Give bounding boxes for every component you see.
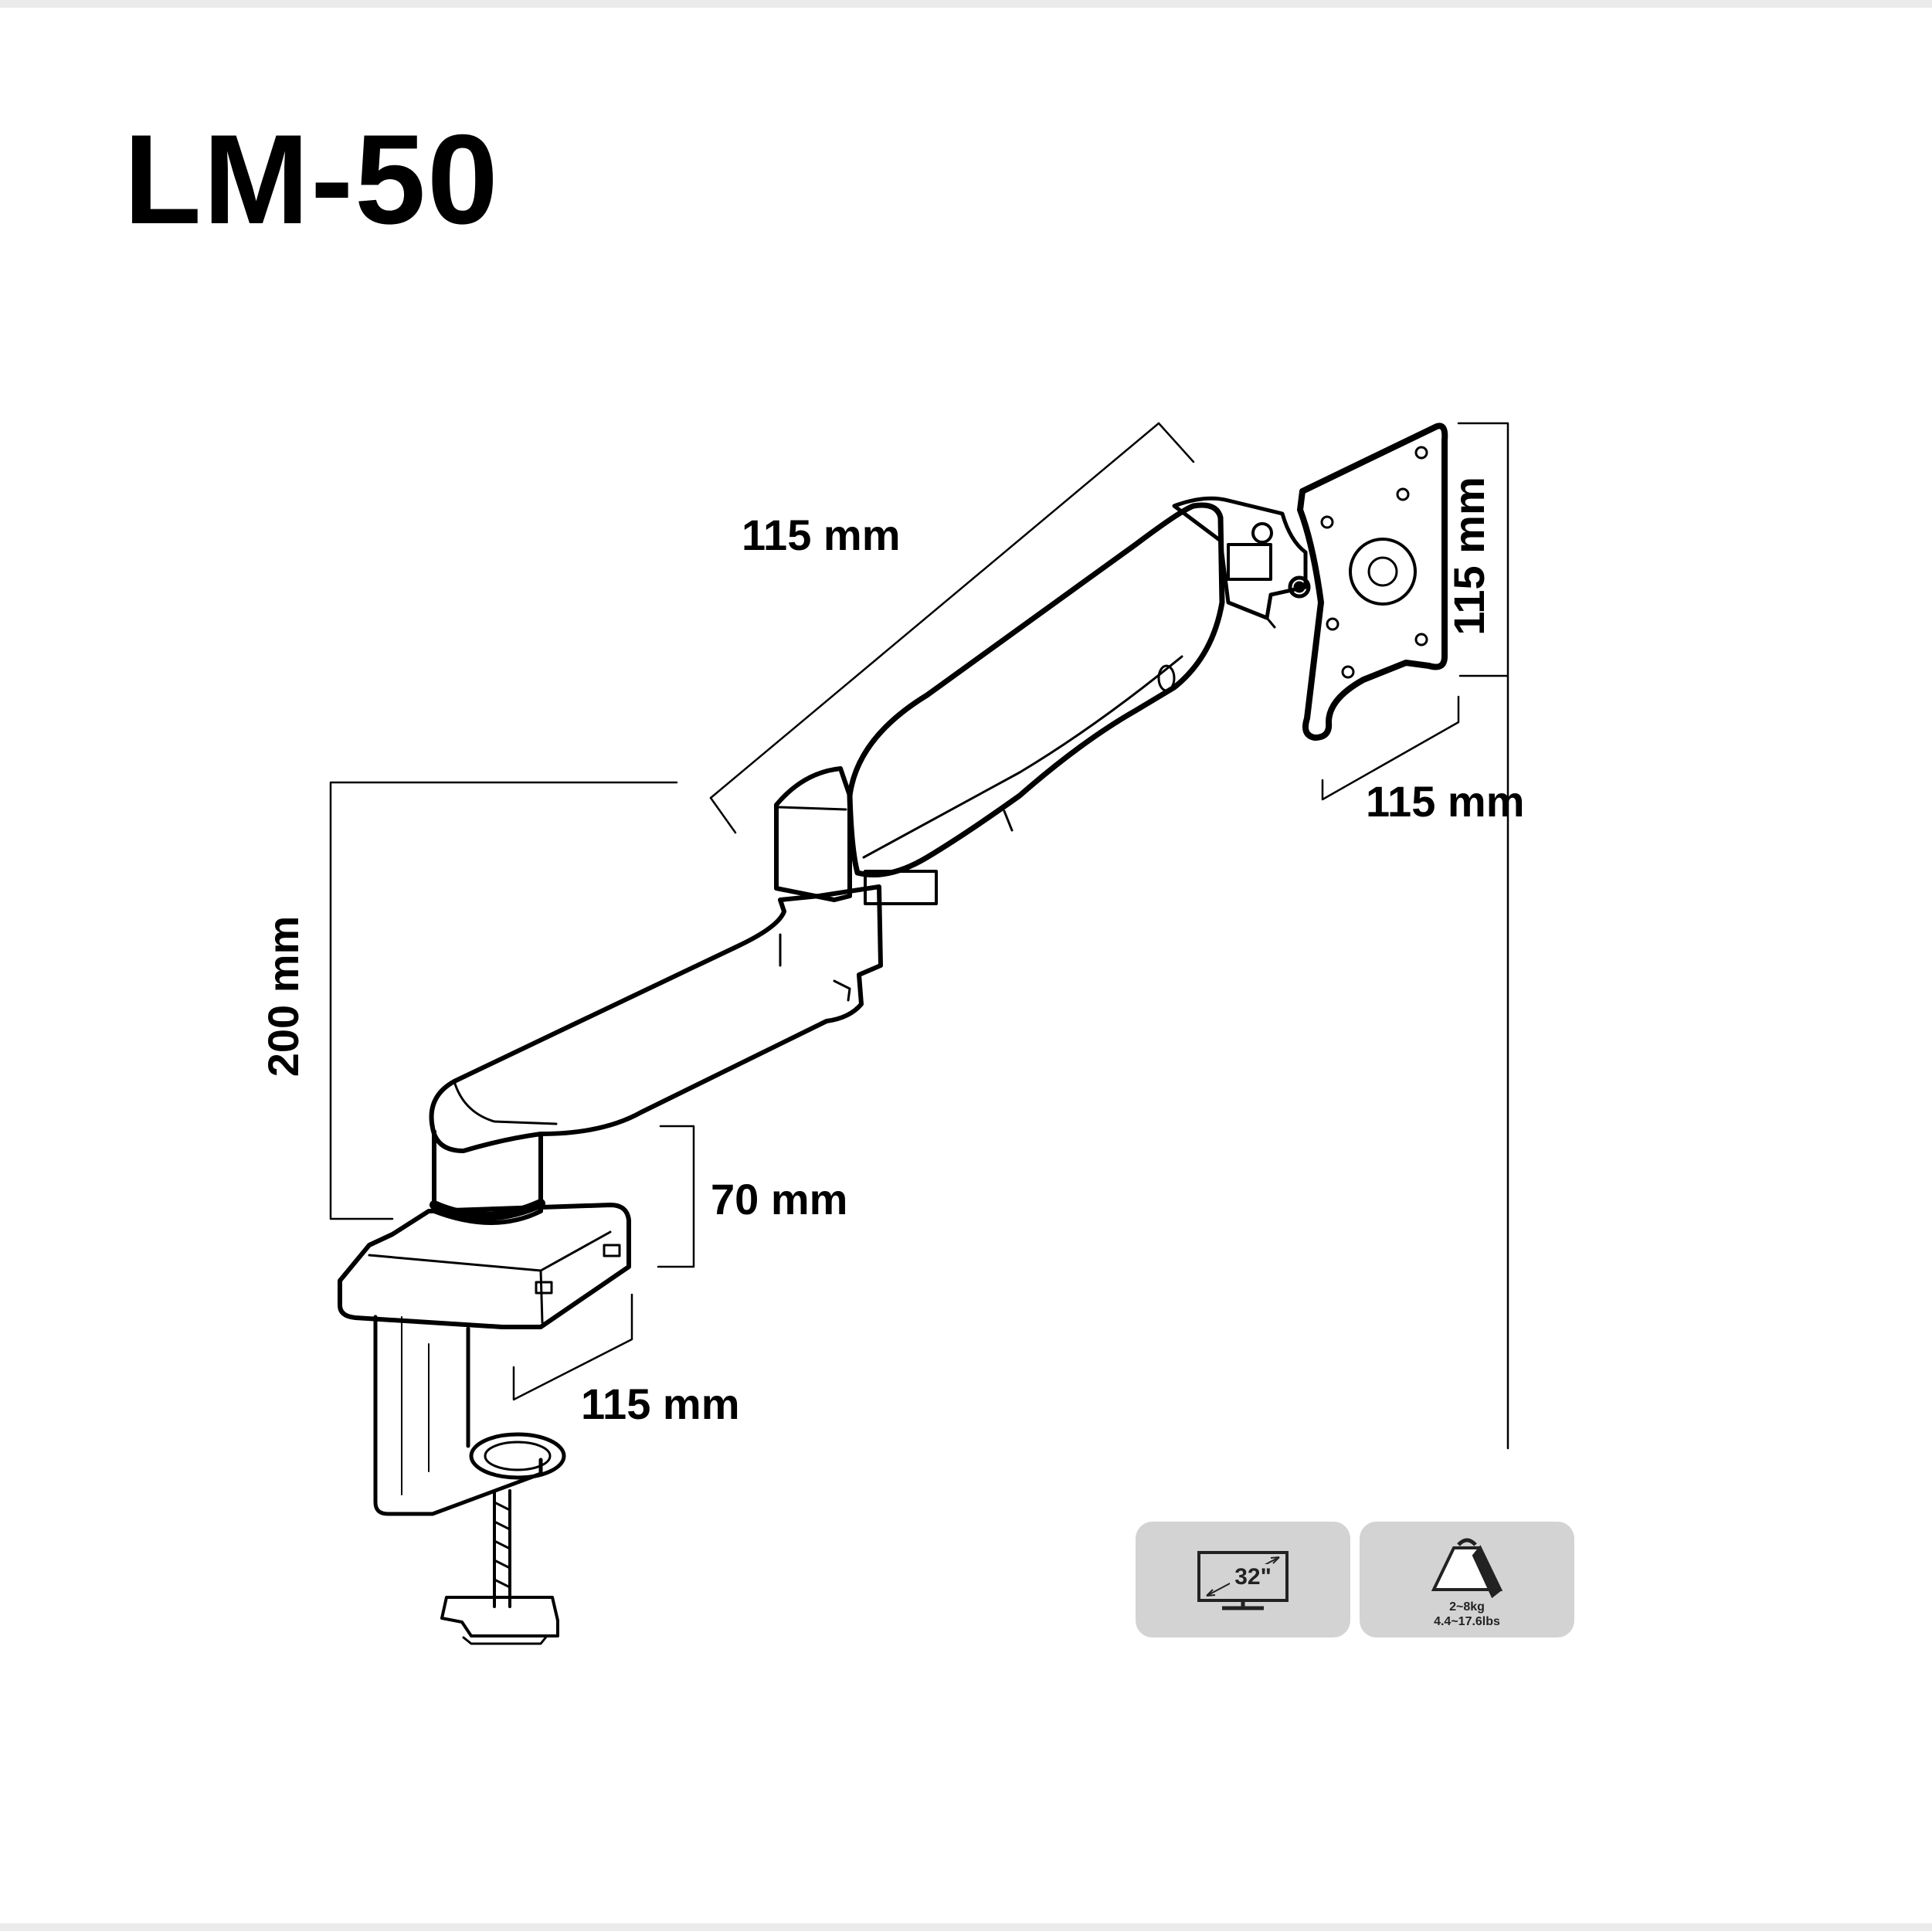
screen-size-card: 32" [1136, 1522, 1350, 1637]
weight-card: 2~8kg 4.4~17.6lbs [1360, 1522, 1574, 1637]
pole [430, 1129, 545, 1225]
tilt-joint [1172, 496, 1311, 629]
screen-size-text: 32" [1230, 1564, 1276, 1591]
base-plate [338, 1203, 631, 1329]
base-height-label: 70 mm [711, 1175, 848, 1223]
upper-arm [847, 502, 1225, 877]
weight-icon [1431, 1538, 1503, 1599]
bottom-border [0, 1923, 1932, 1931]
clamp-assembly [373, 1315, 566, 1645]
product-title: LM-50 [124, 108, 500, 250]
upper-arm-length-label: 115 mm [742, 511, 901, 559]
dimension-lines [329, 422, 1509, 1450]
monitor-icon [1197, 1551, 1289, 1610]
weight-kg-text: 2~8kg [1449, 1600, 1485, 1614]
weight-lbs-text: 4.4~17.6lbs [1434, 1615, 1500, 1628]
pole-height-label: 200 mm [259, 915, 307, 1077]
vesa-height-label: 115 mm [1445, 477, 1493, 636]
base-depth-label: 115 mm [581, 1380, 740, 1428]
vesa-plate [1297, 423, 1448, 741]
top-border [0, 0, 1932, 8]
lower-arm [429, 884, 883, 1153]
elbow-joint [774, 766, 938, 905]
vesa-width-label: 115 mm [1366, 777, 1525, 826]
